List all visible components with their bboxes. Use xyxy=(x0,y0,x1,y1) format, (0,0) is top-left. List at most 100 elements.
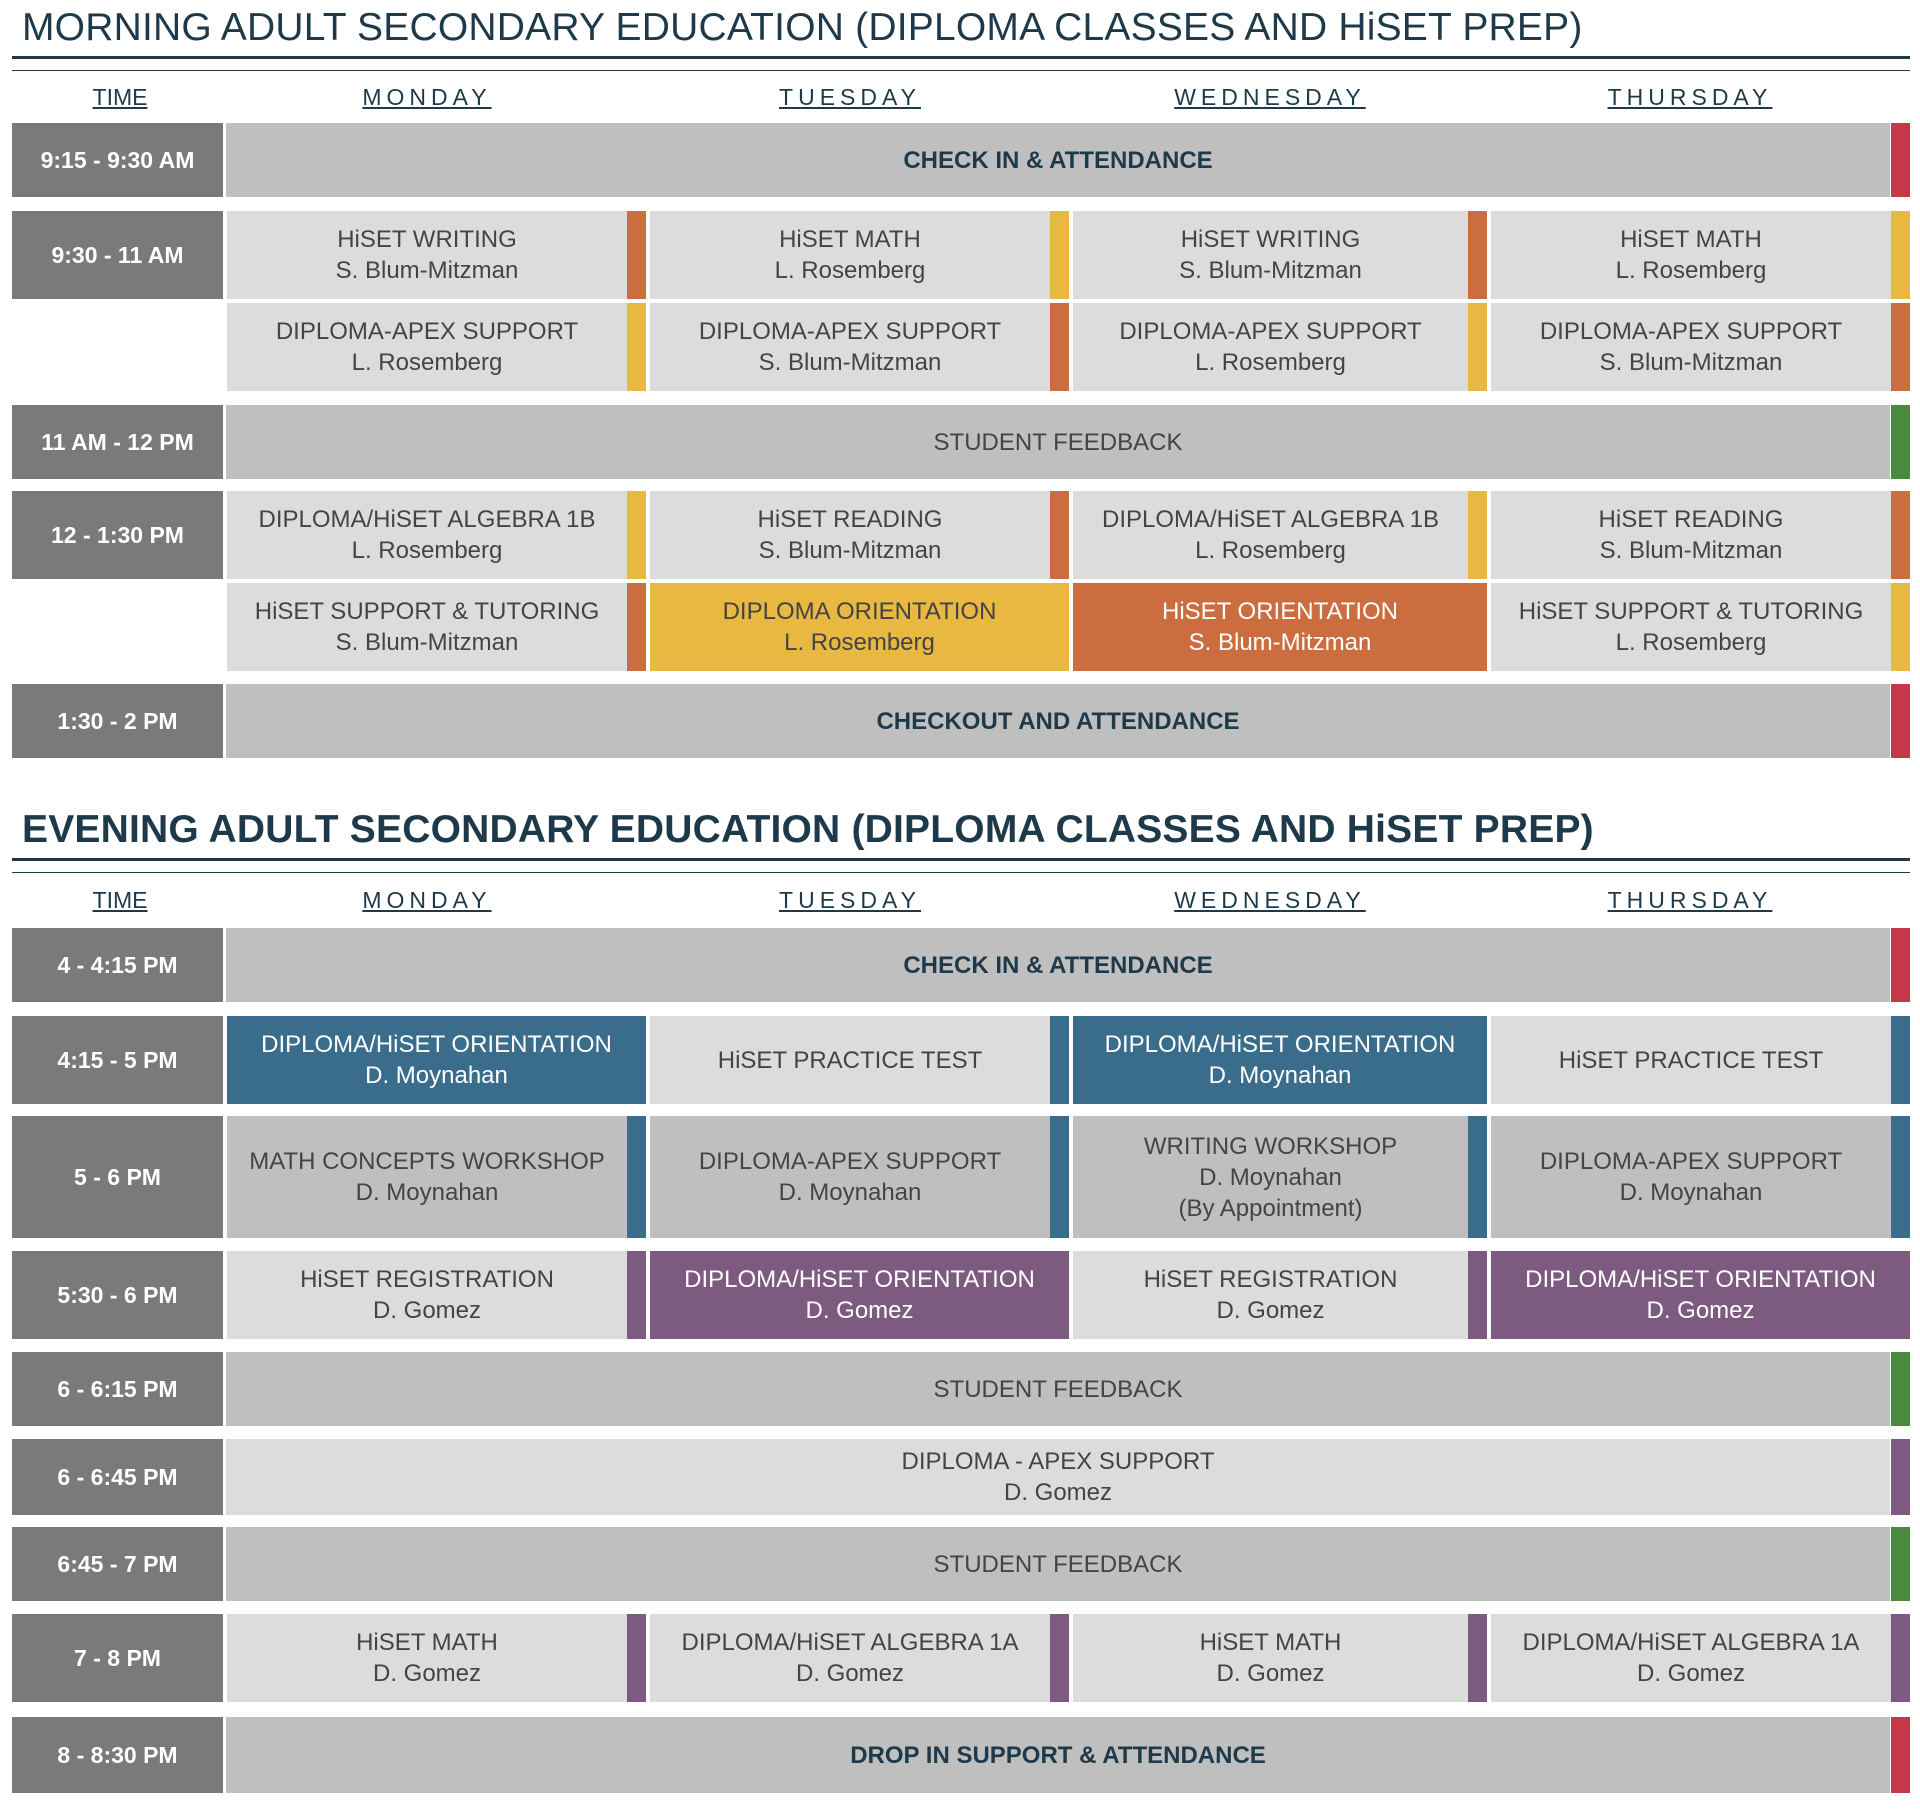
class-title: DIPLOMA ORIENTATION xyxy=(722,598,997,625)
evening-5-wed-bar xyxy=(1468,1116,1487,1238)
morning-b2r2-tue: DIPLOMA ORIENTATION L. Rosemberg xyxy=(650,583,1069,671)
evening-time-6: 6 - 6:45 PM xyxy=(12,1439,223,1515)
morning-checkin-label: CHECK IN & ATTENDANCE xyxy=(903,146,1213,174)
evening-7-tue: DIPLOMA/HiSET ALGEBRA 1A D. Gomez xyxy=(650,1614,1050,1702)
evening-feedback1-bar xyxy=(1891,1352,1910,1426)
morning-b2r1-wed-bar xyxy=(1468,491,1487,579)
morning-b2r2-mon: HiSET SUPPORT & TUTORING S. Blum-Mitzman xyxy=(227,583,627,671)
evening-apex-bar xyxy=(1891,1439,1910,1515)
evening-415-thu-bar xyxy=(1891,1016,1910,1104)
evening-feedback2-bar xyxy=(1891,1527,1910,1601)
class-title: HiSET WRITING xyxy=(1180,226,1361,253)
class-teacher: S. Blum-Mitzman xyxy=(758,537,942,564)
class-title: DIPLOMA-APEX SUPPORT xyxy=(698,1148,1002,1175)
class-teacher: D. Gomez xyxy=(1646,1297,1755,1324)
evening-apex-cell: DIPLOMA - APEX SUPPORT D. Gomez xyxy=(226,1439,1890,1515)
morning-checkin-cell: CHECK IN & ATTENDANCE xyxy=(226,123,1890,197)
morning-title: MORNING ADULT SECONDARY EDUCATION (DIPLO… xyxy=(22,6,1583,49)
class-title: DIPLOMA/HiSET ALGEBRA 1A xyxy=(681,1629,1019,1656)
morning-b1r1-tue: HiSET MATH L. Rosemberg xyxy=(650,211,1050,299)
class-teacher: S. Blum-Mitzman xyxy=(758,349,942,376)
evening-530-mon-bar xyxy=(627,1251,646,1339)
class-title: HiSET WRITING xyxy=(337,226,517,253)
morning-feedback-cell: STUDENT FEEDBACK xyxy=(226,405,1890,479)
class-title: HiSET MATH xyxy=(1199,1629,1342,1656)
evening-time-1: 4 - 4:15 PM xyxy=(12,928,223,1002)
evening-feedback2-cell: STUDENT FEEDBACK xyxy=(226,1527,1890,1601)
morning-header-monday: MONDAY xyxy=(362,84,492,110)
evening-5-thu: DIPLOMA-APEX SUPPORT D. Moynahan xyxy=(1491,1116,1891,1238)
evening-dropin-label: DROP IN SUPPORT & ATTENDANCE xyxy=(850,1741,1266,1769)
evening-header-tuesday: TUESDAY xyxy=(779,887,921,913)
evening-5-wed: WRITING WORKSHOP D. Moynahan (By Appoint… xyxy=(1073,1116,1468,1238)
evening-dropin-cell: DROP IN SUPPORT & ATTENDANCE xyxy=(226,1717,1890,1793)
evening-header-wednesday: WEDNESDAY xyxy=(1174,887,1366,913)
morning-b1r1-thu-bar xyxy=(1891,211,1910,299)
evening-7-thu: DIPLOMA/HiSET ALGEBRA 1A D. Gomez xyxy=(1491,1614,1891,1702)
evening-5-mon: MATH CONCEPTS WORKSHOP D. Moynahan xyxy=(227,1116,627,1238)
evening-7-mon: HiSET MATH D. Gomez xyxy=(227,1614,627,1702)
class-title: HiSET REGISTRATION xyxy=(1143,1266,1398,1293)
evening-header-time: TIME xyxy=(92,887,148,913)
evening-time-5: 6 - 6:15 PM xyxy=(12,1352,223,1426)
class-teacher: D. Moynahan xyxy=(1208,1062,1352,1089)
evening-feedback1-label: STUDENT FEEDBACK xyxy=(933,1375,1183,1403)
morning-b1r2-wed: DIPLOMA-APEX SUPPORT L. Rosemberg xyxy=(1073,303,1468,391)
morning-b2r1-tue-bar xyxy=(1050,491,1069,579)
class-teacher: S. Blum-Mitzman xyxy=(335,257,519,284)
class-teacher: D. Moynahan xyxy=(1199,1163,1342,1191)
evening-415-tue-bar xyxy=(1050,1016,1069,1104)
class-title: DIPLOMA/HiSET ALGEBRA 1B xyxy=(258,506,596,533)
morning-checkout-bar xyxy=(1891,684,1910,758)
class-teacher: S. Blum-Mitzman xyxy=(1599,349,1783,376)
evening-dropin-bar xyxy=(1891,1717,1910,1793)
class-title: DIPLOMA-APEX SUPPORT xyxy=(1119,318,1422,345)
morning-b2r1-thu-bar xyxy=(1891,491,1910,579)
morning-b1r2-wed-bar xyxy=(1468,303,1487,391)
evening-7-wed: HiSET MATH D. Gomez xyxy=(1073,1614,1468,1702)
morning-b2r1-wed: DIPLOMA/HiSET ALGEBRA 1B L. Rosemberg xyxy=(1073,491,1468,579)
evening-checkin-cell: CHECK IN & ATTENDANCE xyxy=(226,928,1890,1002)
evening-feedback2-label: STUDENT FEEDBACK xyxy=(933,1550,1183,1578)
morning-header-tuesday: TUESDAY xyxy=(779,84,921,110)
class-teacher: D. Gomez xyxy=(372,1660,482,1687)
morning-b2r2-thu-bar xyxy=(1891,583,1910,671)
morning-b2r2-mon-bar xyxy=(627,583,646,671)
morning-title-rule-thin xyxy=(12,70,1910,71)
class-title: HiSET REGISTRATION xyxy=(300,1266,554,1293)
class-teacher: L. Rosemberg xyxy=(1195,537,1346,564)
evening-530-mon: HiSET REGISTRATION D. Gomez xyxy=(227,1251,627,1339)
evening-time-4: 5:30 - 6 PM xyxy=(12,1251,223,1339)
evening-530-tue: DIPLOMA/HiSET ORIENTATION D. Gomez xyxy=(650,1251,1069,1339)
morning-b1r2-thu-bar xyxy=(1891,303,1910,391)
morning-b1r2-tue-bar xyxy=(1050,303,1069,391)
evening-header-thursday: THURSDAY xyxy=(1607,887,1773,913)
evening-title: EVENING ADULT SECONDARY EDUCATION (DIPLO… xyxy=(22,808,1594,851)
class-title: HiSET READING xyxy=(757,506,943,533)
morning-b2r1-mon: DIPLOMA/HiSET ALGEBRA 1B L. Rosemberg xyxy=(227,491,627,579)
morning-header-thursday: THURSDAY xyxy=(1607,84,1773,110)
morning-b2r2-thu: HiSET SUPPORT & TUTORING L. Rosemberg xyxy=(1491,583,1891,671)
class-teacher: D. Gomez xyxy=(372,1297,482,1324)
evening-time-3: 5 - 6 PM xyxy=(12,1116,223,1238)
class-title: DIPLOMA/HiSET ORIENTATION xyxy=(1525,1266,1876,1293)
evening-5-thu-bar xyxy=(1891,1116,1910,1238)
class-teacher: S. Blum-Mitzman xyxy=(1179,257,1362,284)
morning-b2r1-mon-bar xyxy=(627,491,646,579)
class-title: DIPLOMA-APEX SUPPORT xyxy=(1539,318,1843,345)
morning-header-time: TIME xyxy=(92,84,148,110)
class-teacher: D. Gomez xyxy=(1216,1660,1325,1687)
morning-feedback-label: STUDENT FEEDBACK xyxy=(933,428,1183,456)
morning-header-wednesday: WEDNESDAY xyxy=(1174,84,1366,110)
class-teacher: D. Gomez xyxy=(1003,1479,1113,1506)
morning-b1r2-mon-bar xyxy=(627,303,646,391)
morning-b2r2-wed: HiSET ORIENTATION S. Blum-Mitzman xyxy=(1073,583,1487,671)
morning-time-2: 9:30 - 11 AM xyxy=(12,211,223,299)
class-teacher: D. Moynahan xyxy=(355,1179,499,1206)
morning-b1r1-tue-bar xyxy=(1050,211,1069,299)
class-title: HiSET MATH xyxy=(1620,226,1762,253)
class-title: HiSET SUPPORT & TUTORING xyxy=(254,598,600,625)
class-title: DIPLOMA-APEX SUPPORT xyxy=(1539,1148,1843,1175)
morning-checkin-bar xyxy=(1891,123,1910,197)
class-teacher: D. Gomez xyxy=(795,1660,905,1687)
